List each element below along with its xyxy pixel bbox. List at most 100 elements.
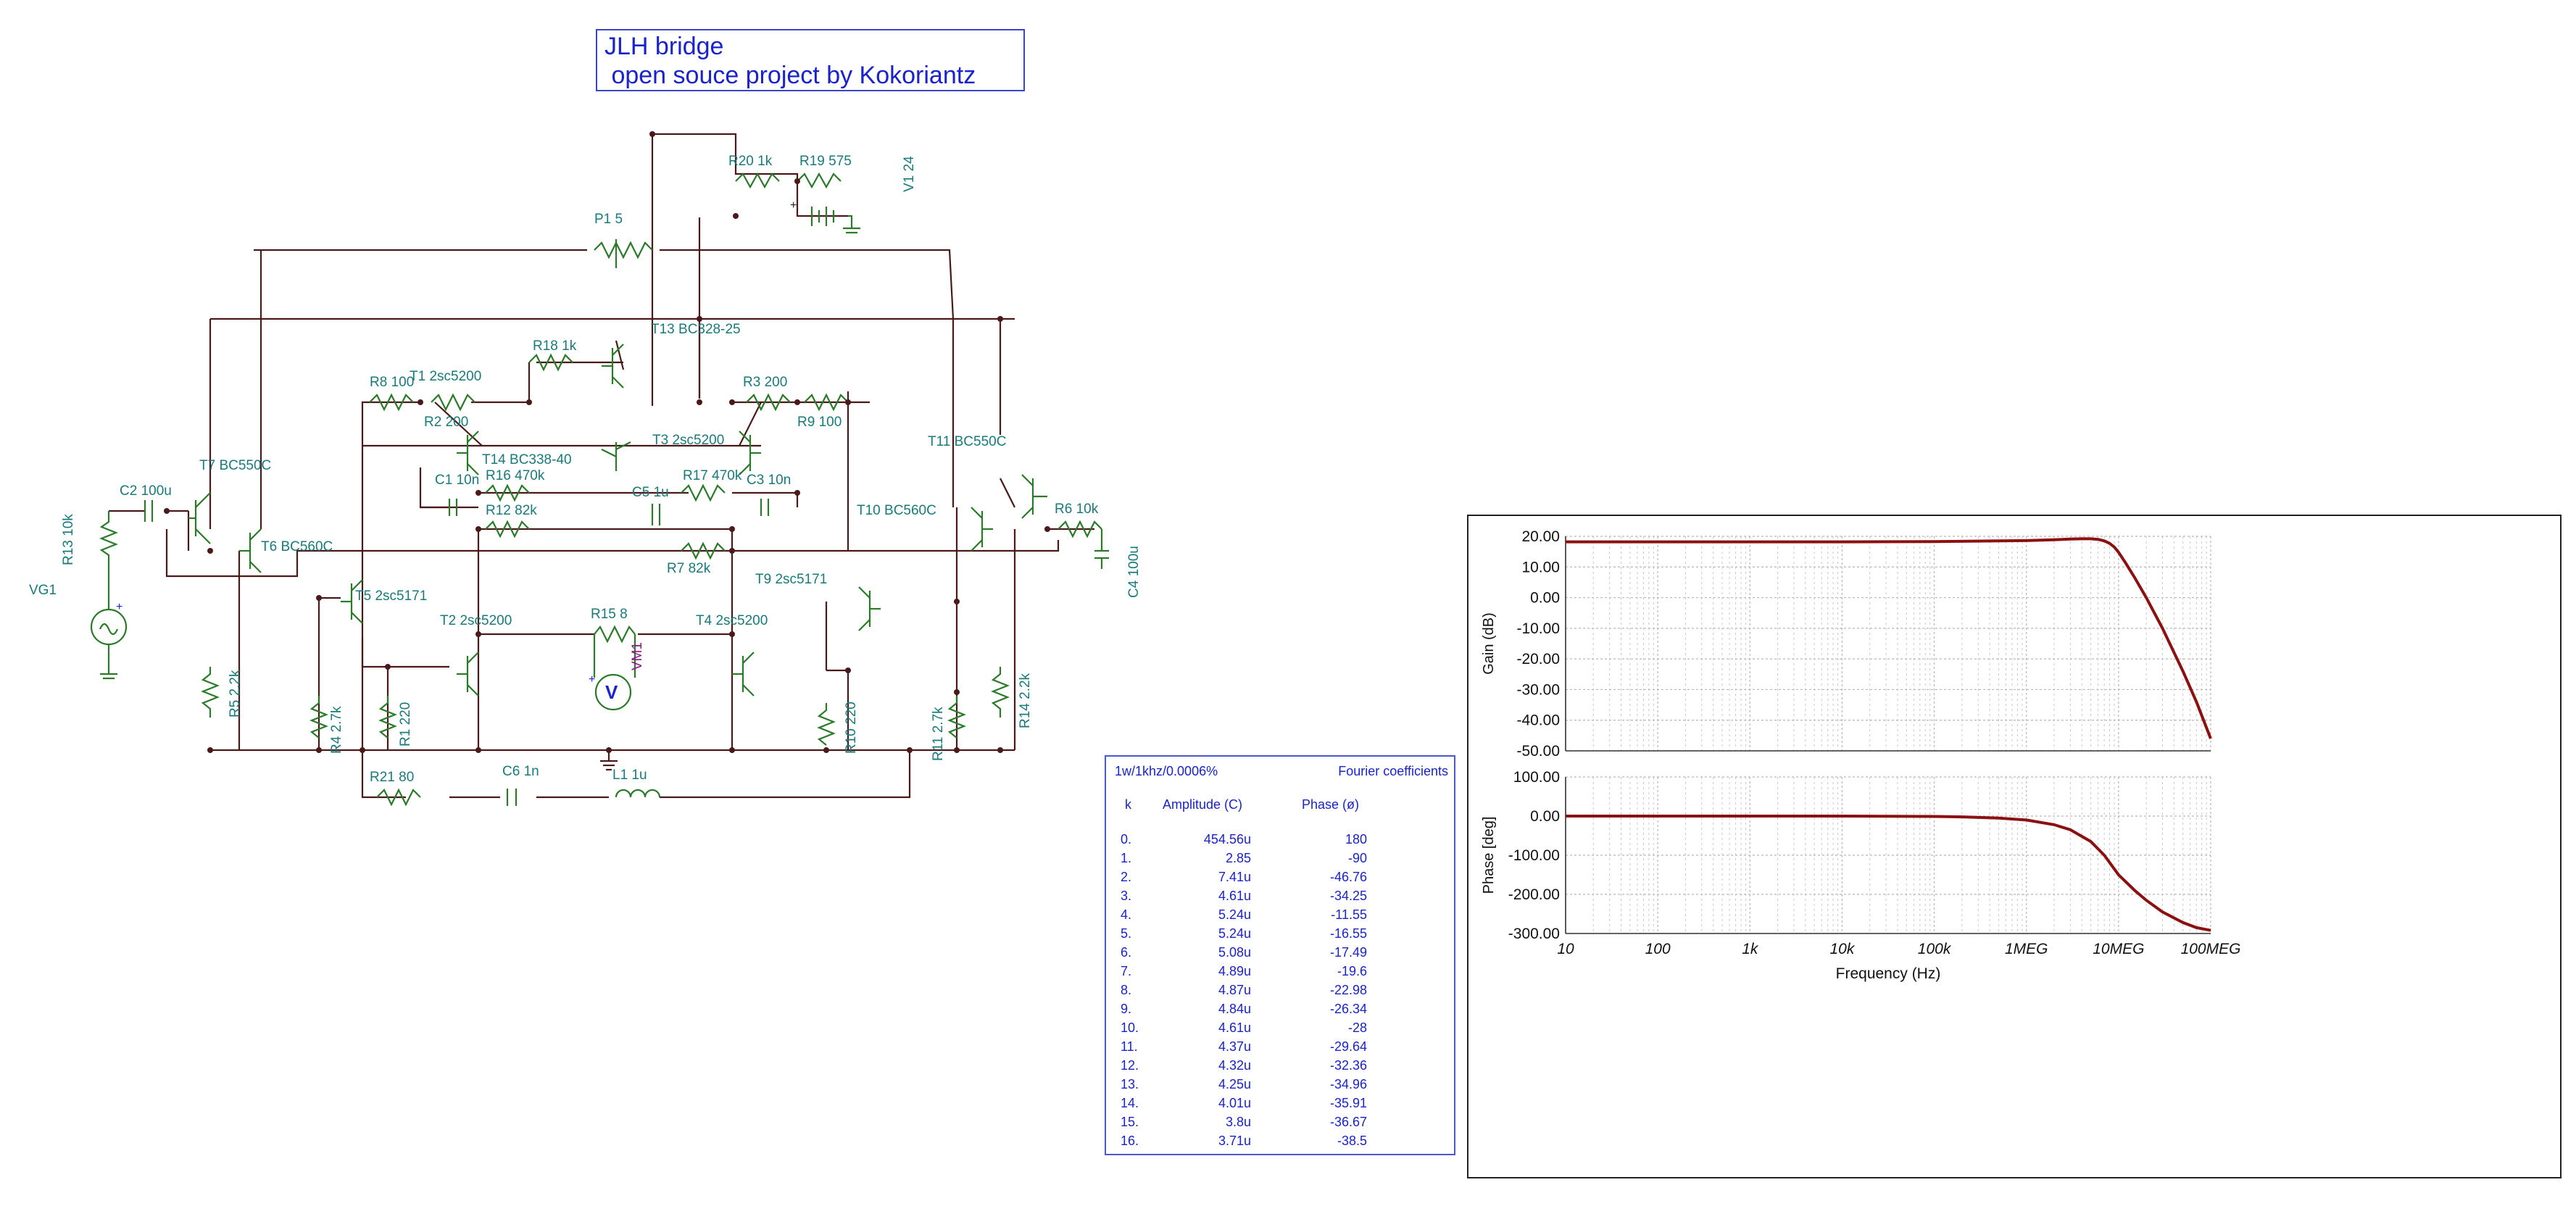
- transistor-t3: [739, 431, 761, 475]
- wires: [109, 133, 1094, 799]
- fourier-amplitude: 4.25u: [1218, 1077, 1251, 1091]
- resistor-r1: [378, 696, 397, 739]
- y-tick-label: -30.00: [1516, 681, 1560, 698]
- resistor-r8: [369, 393, 414, 412]
- fourier-phase: -22.98: [1329, 983, 1367, 997]
- transistor-t5: [341, 579, 363, 624]
- fourier-k: 9.: [1121, 1002, 1132, 1016]
- voltmeter-v-symbol: V: [605, 681, 618, 703]
- fourier-row: 14.4.01u-35.91: [1106, 1096, 1454, 1115]
- label-r7: R7 82k: [667, 561, 711, 576]
- y-axis-label: Phase [deg]: [1481, 817, 1497, 894]
- fourier-amplitude: 4.32u: [1218, 1058, 1251, 1073]
- voltmeter-plus: +: [589, 673, 595, 686]
- fourier-phase: -17.49: [1329, 945, 1367, 960]
- fourier-amplitude: 4.84u: [1218, 1002, 1251, 1016]
- resistor-r5: [201, 667, 220, 718]
- label-r19: R19 575: [799, 154, 852, 169]
- resistor-r19: [797, 172, 842, 189]
- fourier-phase: -32.36: [1329, 1058, 1367, 1073]
- fourier-row: 2. 7.41u -46.76: [1106, 870, 1454, 889]
- fourier-phase: -26.34: [1329, 1002, 1367, 1016]
- y-tick-label: -200.00: [1508, 886, 1560, 903]
- fourier-k: 2.: [1121, 870, 1132, 884]
- fourier-row: 11.4.37u-29.64: [1106, 1039, 1454, 1058]
- label-r13: R13 10k: [61, 514, 76, 565]
- fourier-phase: -38.5: [1337, 1134, 1367, 1148]
- label-t5: T5 2sc5171: [355, 589, 427, 604]
- resistor-r10: [817, 703, 836, 746]
- fourier-k: 5.: [1121, 926, 1132, 941]
- label-r5: R5 2.2k: [228, 670, 243, 718]
- y-tick-label: -300.00: [1508, 926, 1560, 942]
- y-tick-label: -10.00: [1516, 620, 1560, 637]
- instrument-labels: VM1 V + + +: [116, 199, 797, 703]
- fourier-col-k: k: [1125, 797, 1131, 812]
- fourier-amplitude: 4.01u: [1218, 1096, 1251, 1110]
- generator-plus: +: [116, 601, 122, 613]
- label-t7: T7 BC550C: [199, 458, 271, 473]
- resistor-r15: [594, 625, 636, 644]
- fourier-amplitude: 3.71u: [1218, 1134, 1251, 1148]
- x-tick-label: 1MEG: [2005, 941, 2048, 957]
- series-line: [1566, 537, 2212, 739]
- fourier-amplitude: 7.41u: [1218, 870, 1251, 884]
- resistor-r11: [947, 696, 966, 739]
- fourier-row: 3.4.61u-34.25: [1106, 889, 1454, 907]
- fourier-phase: -36.67: [1329, 1115, 1367, 1129]
- fourier-phase: -46.76: [1329, 870, 1367, 884]
- label-t4: T4 2sc5200: [696, 613, 768, 628]
- x-tick-label: 100k: [1918, 941, 1952, 957]
- label-r8: R8 100: [370, 375, 414, 390]
- fourier-phase: 180: [1345, 832, 1367, 847]
- label-r2: R2 200: [424, 415, 468, 430]
- junction-dots: [164, 131, 1050, 753]
- label-r9: R9 100: [797, 415, 842, 430]
- fourier-row: 8.4.87u-22.98: [1106, 983, 1454, 1002]
- resistor-r18: [528, 353, 573, 372]
- fourier-row: 5.5.24u-16.55: [1106, 926, 1454, 945]
- fourier-amplitude: 4.61u: [1218, 889, 1251, 903]
- label-vg1: VG1: [29, 583, 57, 598]
- fourier-amplitude: 5.24u: [1218, 907, 1251, 922]
- fourier-k: 10.: [1121, 1020, 1139, 1035]
- fourier-amplitude: 454.56u: [1203, 832, 1251, 847]
- fourier-row: 4.5.24u-11.55: [1106, 907, 1454, 926]
- fourier-row: 7.4.89u-19.6: [1106, 964, 1454, 983]
- y-tick-label: -50.00: [1516, 743, 1560, 760]
- y-tick-label: 0.00: [1530, 808, 1560, 825]
- label-r1: R1 220: [398, 702, 413, 747]
- label-t1: T1 2sc5200: [410, 369, 481, 384]
- resistor-r16: [485, 483, 530, 502]
- fourier-k: 3.: [1121, 889, 1132, 903]
- label-r12: R12 82k: [486, 503, 537, 518]
- fourier-amplitude: 4.87u: [1218, 983, 1251, 997]
- label-t9: T9 2sc5171: [755, 572, 827, 587]
- title-line-2: open souce project by Kokoriantz: [604, 62, 976, 89]
- title-box: JLH bridge open souce project by Kokoria…: [596, 29, 1025, 91]
- fourier-k: 13.: [1121, 1077, 1139, 1091]
- label-t6: T6 BC560C: [261, 539, 333, 554]
- fourier-row: 15. 3.8u -36.67: [1106, 1115, 1454, 1134]
- label-r16: R16 470k: [486, 468, 545, 483]
- label-c1: C1 10n: [435, 473, 479, 488]
- transistor-t14: [601, 441, 631, 471]
- resistor-r20: [735, 172, 780, 189]
- label-r20: R20 1k: [728, 154, 773, 169]
- fourier-k: 15.: [1121, 1115, 1139, 1129]
- resistor-r9: [804, 393, 849, 412]
- label-t11: T11 BC550C: [928, 434, 1006, 449]
- label-t14: T14 BC338-40: [482, 452, 572, 467]
- fourier-row: 12.4.32u-32.36: [1106, 1058, 1454, 1077]
- label-r4: R4 2.7k: [329, 706, 344, 754]
- label-r14: R14 2.2k: [1018, 673, 1033, 728]
- resistor-r4: [309, 696, 328, 739]
- fourier-amplitude: 3.8u: [1225, 1115, 1251, 1129]
- fourier-phase: -29.64: [1329, 1039, 1367, 1054]
- fourier-header-right: Fourier coefficients: [1338, 764, 1448, 778]
- fourier-row: 9. 4.84u -26.34: [1106, 1002, 1454, 1020]
- bode-plot-frame: [1467, 515, 2562, 1178]
